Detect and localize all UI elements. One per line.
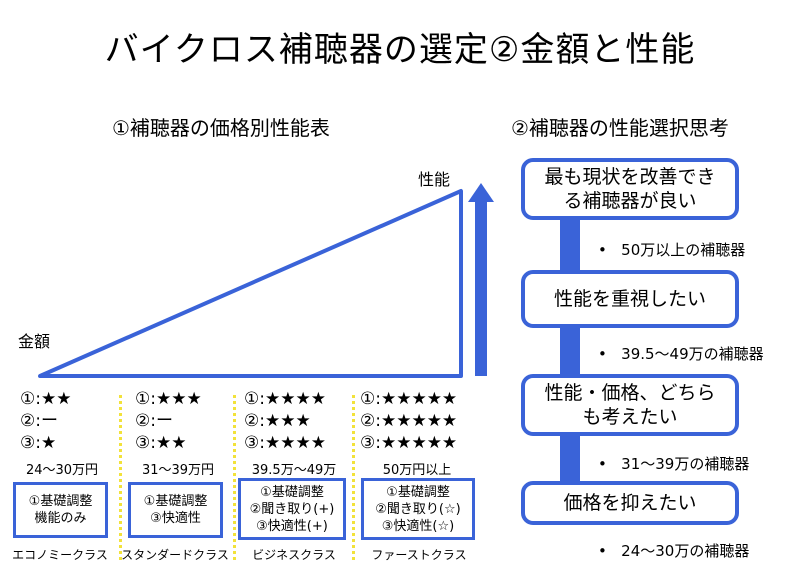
feature-box: ①基礎調整 機能のみ [13, 482, 108, 538]
flow-step-reduce-price: 価格を抑えたい [521, 481, 739, 525]
page-title: バイクロス補聴器の選定②金額と性能 [104, 30, 696, 70]
arrow-head [468, 183, 494, 202]
flow-step-balance: 性能・価格、どちら も考えたい [521, 374, 739, 436]
rating-comfort: ③:★★ [135, 433, 187, 453]
flow-step-line: 最も現状を改善でき [544, 166, 716, 188]
feature-line: ③快適性 [150, 511, 201, 526]
price-axis-label: 金額 [18, 332, 51, 351]
rating-adjustment: ①:★★★ [135, 389, 202, 409]
rating-adjustment: ①:★★★★ [244, 389, 326, 409]
feature-line: ③快適性(+) [256, 518, 328, 534]
flow-step-line: も考えたい [582, 406, 678, 428]
flow-step-improve-most: 最も現状を改善でき る補聴器が良い [521, 158, 739, 220]
rating-hearing: ②:★★★ [244, 411, 311, 431]
column-price: 24〜30万円 [25, 463, 99, 478]
rating-hearing: ②:ー [20, 411, 58, 431]
performance-selection-heading: ②補聴器の性能選択思考 [511, 116, 729, 140]
feature-box: ①基礎調整 ③快適性 [128, 482, 223, 538]
flow-connector [560, 200, 580, 500]
performance-axis-label: 性能 [418, 170, 451, 189]
flow-result-text: 31〜39万の補聴器 [621, 455, 750, 473]
arrow-shaft [475, 200, 487, 376]
flow-result-text: 39.5〜49万の補聴器 [621, 345, 764, 363]
flow-result-item: • 39.5〜49万の補聴器 [598, 345, 764, 363]
flow-result-text: 50万以上の補聴器 [621, 241, 746, 259]
flow-step-line: 価格を抑えたい [563, 492, 697, 514]
class-label: スタンダードクラス [121, 548, 229, 562]
flow-result-text: 24〜30万の補聴器 [621, 542, 750, 560]
feature-line: ①基礎調整 [28, 494, 93, 509]
feature-line: ②聞き取り(☆) [375, 501, 461, 517]
feature-line: ②聞き取り(+) [249, 501, 335, 517]
flow-result-item: • 31〜39万の補聴器 [598, 455, 750, 473]
column-ratings: ①:★★★ ②:ー ③:★★ [135, 388, 202, 454]
column-separator [119, 395, 122, 560]
rating-adjustment: ①:★★★★★ [360, 389, 458, 409]
column-ratings: ①:★★★★★ ②:★★★★★ ③:★★★★★ [360, 388, 457, 454]
rating-hearing: ②:ー [135, 411, 173, 431]
column-price: 39.5万〜49万 [251, 463, 337, 478]
rating-comfort: ③:★ [20, 433, 57, 453]
flow-result-item: • 24〜30万の補聴器 [598, 542, 750, 560]
feature-line: ①基礎調整 [260, 484, 324, 500]
flow-step-line: 性能・価格、どちら [544, 382, 716, 404]
flow-step-line: る補聴器が良い [563, 190, 697, 212]
rating-comfort: ③:★★★★★ [360, 433, 458, 453]
flow-result-item: • 50万以上の補聴器 [598, 241, 746, 259]
feature-line: ①基礎調整 [386, 484, 450, 500]
class-label: ファーストクラス [371, 548, 467, 562]
class-label: エコノミークラス [12, 548, 108, 562]
feature-line: ①基礎調整 [143, 494, 208, 509]
feature-line: ③快適性(☆) [381, 518, 455, 534]
column-price: 31〜39万円 [141, 463, 215, 478]
column-ratings: ①:★★ ②:ー ③:★ [20, 388, 71, 454]
rating-hearing: ②:★★★★★ [360, 411, 458, 431]
class-label: ビジネスクラス [252, 548, 336, 562]
performance-wedge [38, 189, 463, 378]
flow-step-line: 性能を重視したい [553, 288, 706, 310]
feature-box: ①基礎調整 ②聞き取り(+) ③快適性(+) [238, 478, 346, 540]
feature-box: ①基礎調整 ②聞き取り(☆) ③快適性(☆) [361, 478, 475, 540]
column-separator [352, 395, 355, 560]
rating-adjustment: ①:★★ [20, 389, 72, 409]
feature-line: 機能のみ [34, 511, 87, 526]
flow-step-performance-focus: 性能を重視したい [521, 270, 739, 328]
column-price: 50万円以上 [382, 463, 452, 478]
price-performance-table-heading: ①補聴器の価格別性能表 [112, 116, 330, 140]
column-ratings: ①:★★★★ ②:★★★ ③:★★★★ [244, 388, 326, 454]
column-separator [233, 395, 236, 560]
rating-comfort: ③:★★★★ [244, 433, 326, 453]
